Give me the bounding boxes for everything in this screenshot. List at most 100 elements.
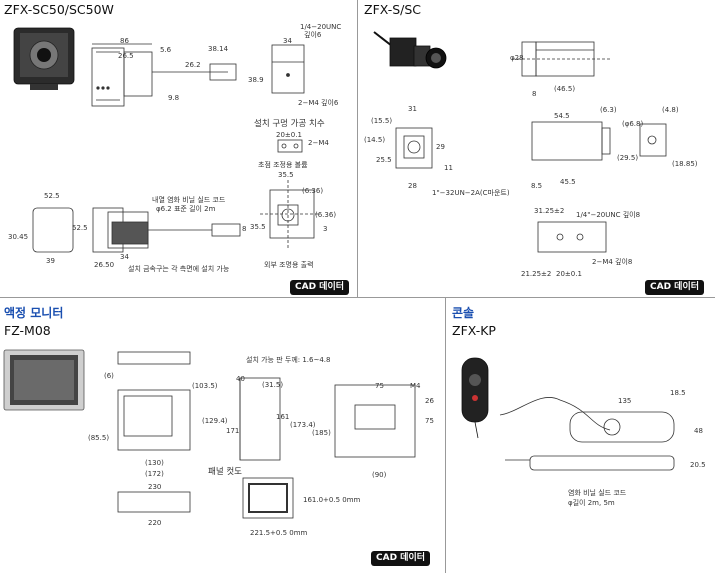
- dim: 48: [694, 427, 703, 435]
- monitor-title: FZ-M08: [4, 323, 51, 338]
- kp-photo: [461, 357, 489, 439]
- dim: 21.25±2: [521, 270, 552, 278]
- dim: φ6.2 표준 길이 2m: [156, 205, 216, 213]
- ss-cad-button[interactable]: CAD 데이터: [645, 280, 705, 295]
- horizontal-divider: [0, 297, 715, 298]
- monitor-category: 액정 모니터: [4, 306, 64, 320]
- dim: 86: [120, 37, 129, 45]
- dim: (14.5): [364, 136, 386, 144]
- ss-photo: [373, 31, 447, 69]
- section-caption: 설치 구멍 가공 치수: [254, 119, 325, 129]
- dim: M4: [410, 382, 421, 390]
- dim: 171: [226, 427, 240, 435]
- dim: 초점 조정용 볼륨: [258, 161, 308, 169]
- dim: 20.5: [690, 461, 706, 469]
- dim: (15.5): [371, 117, 393, 125]
- dim: (6.3): [600, 106, 617, 114]
- dim: 230: [148, 483, 162, 491]
- sc50-title: ZFX-SC50/SC50W: [4, 2, 114, 17]
- console-title: ZFX-KP: [452, 323, 496, 338]
- dim: 34: [120, 253, 129, 261]
- dim: φ길이 2m, 5m: [568, 499, 615, 507]
- dim: 75: [375, 382, 384, 390]
- dim: 26.2: [185, 61, 201, 69]
- dim: 221.5+0.5 0mm: [250, 529, 308, 537]
- dim: 45.5: [560, 178, 576, 186]
- dim: 2−M4 깊이6: [298, 99, 339, 107]
- section-caption: 패널 컷도: [208, 467, 242, 477]
- dim: 설치 가능 판 두께: 1.6~4.8: [246, 356, 331, 364]
- dim: 26.5: [118, 52, 134, 60]
- dim: 35.5: [278, 171, 294, 179]
- dim: 220: [148, 519, 162, 527]
- dim: (172): [145, 470, 164, 478]
- dim: (129.4): [202, 417, 228, 425]
- dim: 38.14: [208, 45, 229, 53]
- console-category: 콘솔: [452, 306, 475, 320]
- dim: 28: [408, 182, 417, 190]
- dim: 20±0.1: [556, 270, 582, 278]
- dim: 9.8: [168, 94, 180, 102]
- dim: 161.0+0.5 0mm: [303, 496, 361, 504]
- dim: 52.5: [44, 192, 60, 200]
- ss-title: ZFX-S/SC: [364, 2, 422, 17]
- dim: 8: [242, 225, 247, 233]
- dim: 염화 비닐 실드 코드: [568, 489, 627, 497]
- dim: 25.5: [376, 156, 392, 164]
- dim: 35.5: [250, 223, 266, 231]
- dim: 설치 금속구는 각 측면에 설치 가능: [128, 265, 230, 273]
- vertical-divider-bottom: [445, 297, 446, 573]
- dim: 26: [425, 397, 434, 405]
- dim: 40: [236, 375, 245, 383]
- dim: (46.5): [554, 85, 576, 93]
- dim: (6.36): [315, 211, 337, 219]
- dim: φ28: [510, 54, 524, 62]
- dim: 외부 조명용 출력: [264, 261, 314, 269]
- dim: (18.85): [672, 160, 698, 168]
- vertical-divider-top: [357, 0, 358, 297]
- dim: (29.5): [617, 154, 639, 162]
- dim: (185): [312, 429, 331, 437]
- dim: 52.5: [72, 224, 88, 232]
- dim: 26.50: [94, 261, 115, 269]
- dim: (φ6.8): [622, 120, 644, 128]
- dim: (6.36): [302, 187, 324, 195]
- dim: 1/4−20UNC: [300, 23, 342, 31]
- dim: (90): [372, 471, 387, 479]
- dim: (103.5): [192, 382, 218, 390]
- dim: (4.8): [662, 106, 679, 114]
- dim: (173.4): [290, 421, 316, 429]
- dim: 내열 염화 비닐 실드 코드: [152, 196, 226, 204]
- dim: 11: [444, 164, 453, 172]
- dim: 1/4"−20UNC 깊이8: [576, 211, 641, 219]
- dim: 34: [283, 37, 292, 45]
- dim: 2−M4: [308, 139, 329, 147]
- dim: 29: [436, 143, 445, 151]
- sc50-photo: [13, 27, 75, 90]
- dim: 38.9: [248, 76, 264, 84]
- dim: 깊이6: [304, 31, 322, 39]
- dim: 8: [532, 90, 537, 98]
- dim: 30.45: [8, 233, 29, 241]
- dim: 31: [408, 105, 417, 113]
- dim: 20±0.1: [276, 131, 302, 139]
- dim: 8.5: [531, 182, 543, 190]
- dim: 3: [323, 225, 328, 233]
- dim: 39: [46, 257, 55, 265]
- monitor-cad-button[interactable]: CAD 데이터: [371, 551, 431, 566]
- dim: 54.5: [554, 112, 570, 120]
- dim: (85.5): [88, 434, 110, 442]
- dim: 75: [425, 417, 434, 425]
- dim: 161: [276, 413, 290, 421]
- dim: (31.5): [262, 381, 284, 389]
- dim: (6): [104, 372, 114, 380]
- sc50-cad-button[interactable]: CAD 데이터: [290, 280, 350, 295]
- dim: 1"−32UN−2A(C마운트): [432, 189, 510, 197]
- dim: 31.25±2: [534, 207, 565, 215]
- dim: 2−M4 깊이8: [592, 258, 633, 266]
- dim: 18.5: [670, 389, 686, 397]
- dim: 5.6: [160, 46, 172, 54]
- monitor-photo: [3, 349, 85, 411]
- dim: 135: [618, 397, 632, 405]
